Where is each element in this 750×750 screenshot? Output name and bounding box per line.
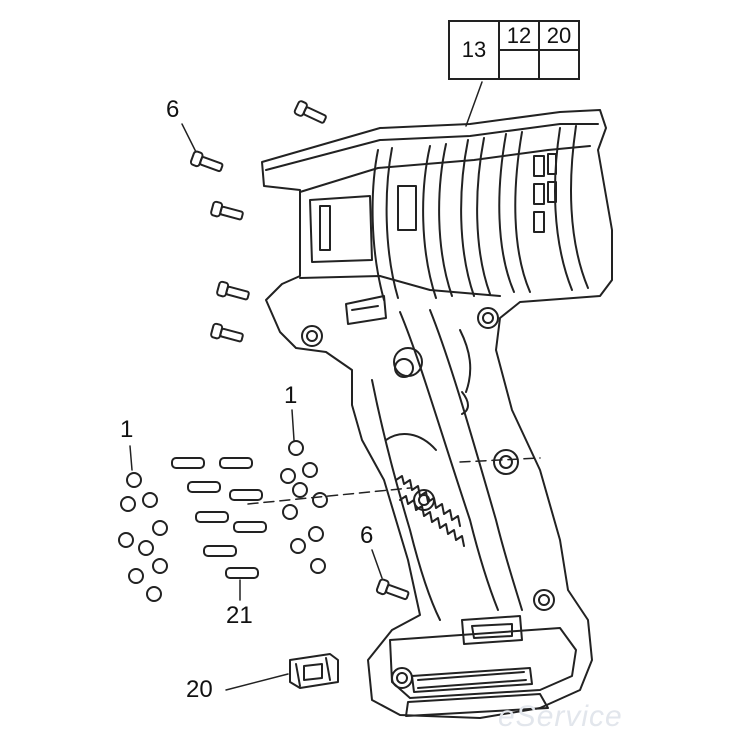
part-reference-box: 13 12 20: [448, 20, 580, 80]
screw: [189, 150, 224, 173]
ref-sub-number-a: 12: [498, 20, 540, 51]
housing-shell: [247, 109, 613, 719]
callout-ball-right: 1: [284, 382, 298, 409]
screw-group: [189, 100, 410, 601]
screw: [210, 322, 244, 343]
watermark: eService: [498, 700, 623, 733]
switch-component: [289, 653, 339, 689]
ref-empty-cell: [498, 49, 540, 80]
callout-screw-top: 6: [166, 96, 180, 123]
callout-switch: 20: [186, 676, 213, 703]
callout-ball-left: 1: [120, 416, 134, 443]
screw: [375, 578, 410, 601]
callout-pins: 21: [226, 602, 253, 629]
screw: [216, 280, 250, 301]
ball-group-right: [280, 440, 328, 574]
leader-lines: [129, 81, 483, 691]
ref-empty-cell: [538, 49, 580, 80]
ball-group-left: [118, 472, 168, 602]
pin-group: [171, 457, 267, 579]
screw: [210, 200, 244, 221]
ref-sub-number-b: 20: [538, 20, 580, 51]
callout-screw-bottom: 6: [360, 522, 374, 549]
screw: [293, 100, 327, 124]
ref-main-number: 13: [448, 20, 500, 80]
